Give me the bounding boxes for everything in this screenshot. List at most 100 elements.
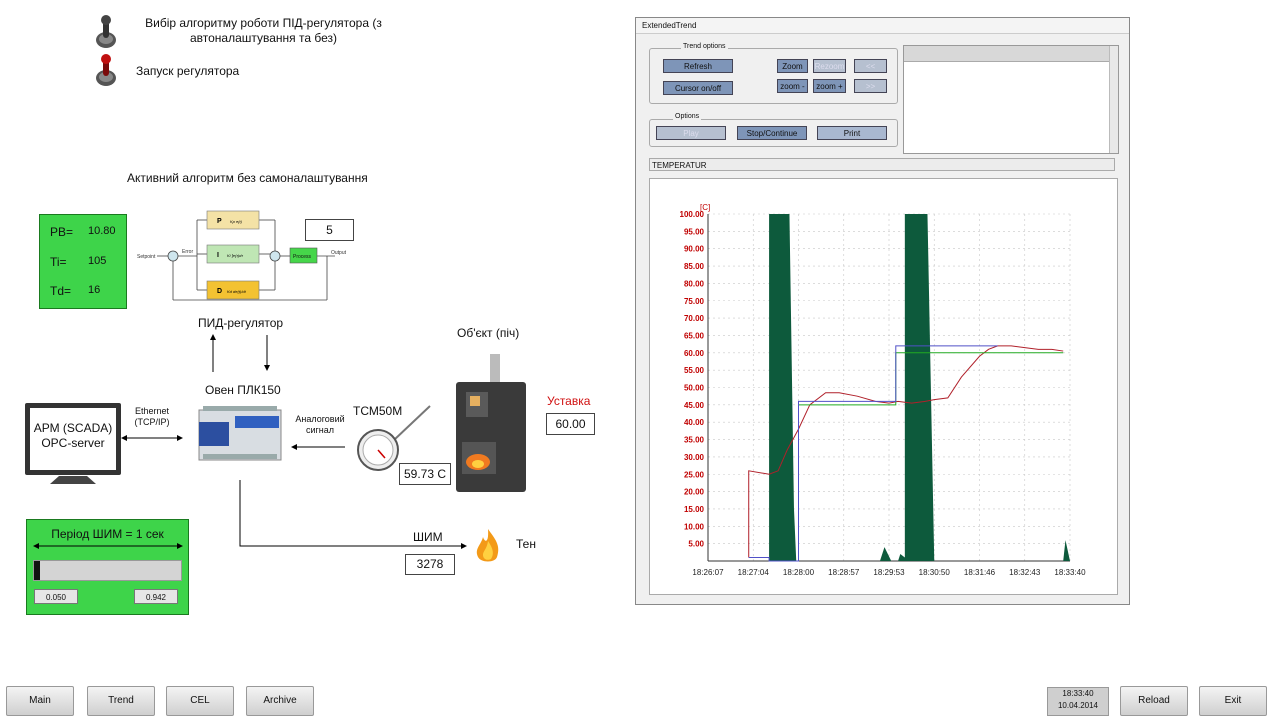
nav-trend-button[interactable]: Trend [87, 686, 155, 716]
plc-label: Овен ПЛК150 [205, 383, 281, 397]
x-tick-label: 18:32:43 [1009, 568, 1041, 577]
y-tick-label: 70.00 [684, 314, 705, 323]
y-tick-label: 20.00 [684, 488, 705, 497]
nav-main-button[interactable]: Main [6, 686, 74, 716]
diagram-p-term: Kp e(t) [230, 219, 243, 224]
y-tick-label: 75.00 [684, 297, 705, 306]
extended-trend-window: ExtendedTrend Trend options Refresh Curs… [635, 17, 1130, 605]
algorithm-toggle-switch[interactable] [95, 12, 117, 50]
trend-list-box[interactable] [903, 45, 1119, 154]
y-tick-label: 80.00 [684, 279, 705, 288]
pwm-max-value: 0.942 [134, 589, 178, 604]
nav-cel-button[interactable]: CEL [166, 686, 234, 716]
zoom-button[interactable]: Zoom [777, 59, 808, 73]
diagram-i: I [217, 252, 219, 259]
temperature-chart: 100.0095.0090.0085.0080.0075.0070.0065.0… [680, 203, 1087, 577]
datetime-display: 18:33:40 10.04.2014 [1047, 687, 1109, 716]
x-tick-label: 18:26:07 [692, 568, 724, 577]
clock-date: 10.04.2014 [1057, 701, 1099, 710]
diagram-value-box: 5 [305, 219, 354, 241]
pwm-period-panel: Період ШИМ = 1 сек 0.050 0.942 [26, 519, 189, 615]
pwm-burst-area [1063, 540, 1070, 561]
pid-block-diagram: Setpoint Error Process Output P I D Kp e… [137, 210, 347, 301]
x-tick-label: 18:31:46 [964, 568, 996, 577]
diagram-d: D [217, 288, 222, 295]
connection-arrows [121, 334, 467, 549]
y-tick-label: 40.00 [684, 418, 705, 427]
sensor-label: ТСМ50М [353, 404, 403, 418]
refresh-button[interactable]: Refresh [663, 59, 733, 73]
prev-button[interactable]: << [854, 59, 887, 73]
y-tick-label: 100.00 [680, 210, 705, 219]
pb-label: PB= [50, 225, 74, 239]
ti-value: 105 [88, 255, 107, 267]
y-tick-label: 90.00 [684, 245, 705, 254]
sensor-value: 59.73 С [399, 463, 451, 485]
ti-label: Ti= [50, 255, 67, 269]
cursor-toggle-button[interactable]: Cursor on/off [663, 81, 733, 95]
exit-button[interactable]: Exit [1199, 686, 1267, 716]
ethernet-line-2: (TCP/IP) [134, 417, 170, 427]
play-button[interactable]: Play [656, 126, 726, 140]
pb-value: 10.80 [88, 225, 116, 237]
zoom-minus-button[interactable]: zoom - [777, 79, 808, 93]
nav-archive-button[interactable]: Archive [246, 686, 314, 716]
trend-list-header [904, 46, 1110, 62]
y-tick-label: 5.00 [688, 540, 704, 549]
rezoom-button[interactable]: Rezoom [813, 59, 846, 73]
x-tick-label: 18:27:04 [738, 568, 770, 577]
x-tick-label: 18:28:57 [828, 568, 860, 577]
options-group [649, 119, 898, 147]
thermometer-gauge-icon [357, 405, 431, 471]
diagram-p: P [217, 218, 222, 225]
stop-continue-button[interactable]: Stop/Continue [737, 126, 807, 140]
diagram-d-term: Kd de(t)/dt [227, 289, 247, 294]
pwm-period-arrow [33, 543, 183, 549]
diagram-setpoint: Setpoint [137, 254, 156, 260]
scada-label: АРМ (SCADA) OPC-server [30, 421, 116, 451]
trend-window-title: ExtendedTrend [636, 18, 1129, 34]
start-regulator-label: Запуск регулятора [136, 64, 240, 78]
setpoint-label: Уставка [547, 394, 591, 408]
print-button[interactable]: Print [817, 126, 887, 140]
y-tick-label: 65.00 [684, 331, 705, 340]
y-tick-label: 50.00 [684, 384, 705, 393]
plc-device-image [198, 406, 282, 461]
y-tick-label: 45.00 [684, 401, 705, 410]
clock-time: 18:33:40 [1062, 689, 1094, 698]
trend-options-label: Trend options [681, 43, 728, 50]
setpoint-value[interactable]: 60.00 [546, 413, 595, 435]
pwm-burst-area [879, 547, 892, 561]
diagram-error: Error [182, 249, 193, 255]
scada-line-1: АРМ (SCADA) [33, 421, 113, 435]
pid-parameters-panel: PB= 10.80 Ti= 105 Td= 16 [39, 214, 127, 309]
td-value: 16 [88, 284, 101, 296]
trend-options-group [649, 48, 898, 104]
next-button[interactable]: >> [854, 79, 887, 93]
diagram-process: Process [293, 254, 312, 260]
series-setpoint_prev-line [748, 345, 998, 562]
trend-list-scrollbar[interactable] [1109, 46, 1118, 153]
y-tick-label: 55.00 [684, 366, 705, 375]
series-temperature-line [748, 345, 1064, 558]
y-tick-label: 10.00 [684, 522, 705, 531]
diagram-output: Output [331, 250, 347, 256]
zoom-plus-button[interactable]: zoom + [813, 79, 846, 93]
pwm-progress-fill [34, 561, 40, 580]
options-label: Options [673, 113, 702, 120]
pwm-value: 3278 [405, 554, 455, 575]
pwm-progress-bar [33, 560, 182, 581]
toggle-switch-red-icon [96, 54, 116, 86]
pid-regulator-label: ПИД-регулятор [198, 316, 284, 330]
x-tick-label: 18:33:40 [1054, 568, 1086, 577]
analog-line-2: сигнал [305, 425, 335, 435]
scada-monitor-image [25, 403, 121, 484]
reload-button[interactable]: Reload [1120, 686, 1188, 716]
active-algorithm-text: Активний алгоритм без самоналаштування [127, 171, 368, 185]
trend-tag-label: TEMPERATUR [649, 158, 1115, 171]
pwm-period-title: Період ШИМ = 1 сек [51, 527, 164, 541]
start-regulator-toggle[interactable] [95, 50, 117, 88]
y-tick-label: 85.00 [684, 262, 705, 271]
td-label: Td= [50, 284, 72, 298]
y-tick-label: 60.00 [684, 349, 705, 358]
